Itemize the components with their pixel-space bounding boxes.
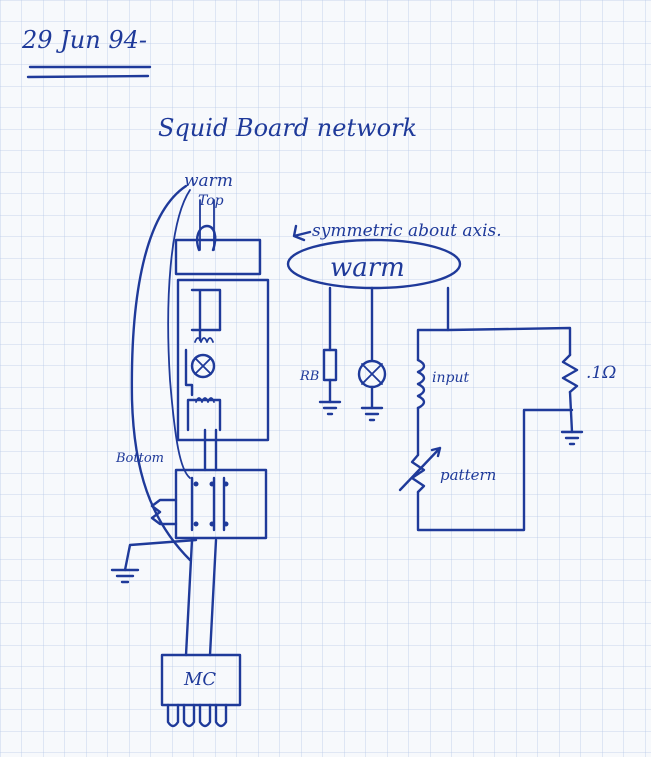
- schematic: symmetric about axis. warm RB input patt…: [286, 221, 616, 532]
- input-loop-top-wire: [416, 286, 450, 362]
- warm-ellipse: [286, 238, 462, 290]
- bottom-label: Bottom: [115, 451, 164, 466]
- squid-cross: [361, 363, 383, 385]
- ground-wire: [123, 538, 198, 572]
- top-connector-box: [174, 238, 262, 276]
- bottom-resistor: [150, 498, 178, 526]
- mc-label: MC: [183, 669, 216, 690]
- symmetric-note: symmetric about axis.: [312, 221, 502, 241]
- date-underline-2: [26, 74, 150, 79]
- pin-5: [209, 521, 215, 527]
- arrow-icon: [292, 224, 312, 242]
- squid-ground-icon: [360, 406, 384, 422]
- pin-2: [209, 481, 215, 487]
- input-label: input: [432, 370, 469, 386]
- mc-fingers: [166, 703, 228, 728]
- shunt-ground-icon: [560, 430, 584, 446]
- pattern-resistor: [410, 453, 426, 494]
- rb-label: RB: [299, 369, 319, 384]
- pattern-arrow-icon: [398, 446, 442, 492]
- shunt-wire-top: [446, 326, 572, 357]
- warm-box-label: warm: [330, 253, 405, 283]
- pin-1: [193, 481, 199, 487]
- input-inductor: [416, 358, 426, 410]
- date-label: 29 Jun 94-: [21, 26, 147, 54]
- return-wire-right: [167, 189, 191, 479]
- board-squid-cross: [194, 357, 212, 375]
- board-inductor-top: [194, 337, 214, 343]
- board-trace-low: [186, 398, 222, 432]
- board-ground-trace: [184, 348, 194, 397]
- rb-ground-icon: [318, 400, 342, 416]
- bottom-connector-box: [174, 468, 268, 540]
- shunt-wire-bottom: [568, 390, 574, 434]
- top-leads: [199, 199, 215, 251]
- pattern-label: pattern: [440, 466, 496, 484]
- pattern-loop-bottom: [416, 408, 574, 532]
- pin-6: [223, 521, 229, 527]
- top-label: Top: [198, 193, 224, 209]
- board-leads-down: [203, 428, 218, 472]
- pin-4: [193, 521, 199, 527]
- bottom-traces: [190, 476, 226, 532]
- resistor-label: .1Ω: [586, 363, 616, 383]
- squid-board: [176, 278, 270, 442]
- warm-label: warm: [184, 171, 233, 191]
- shunt-resistor: [561, 353, 579, 394]
- mc-wires: [184, 538, 218, 657]
- board-squid-symbol: [190, 353, 216, 379]
- board-trace-top: [190, 288, 222, 342]
- return-wire-left: [130, 184, 192, 562]
- top-loop: [195, 224, 217, 252]
- squid-board-layout: warm Top Bottom: [110, 171, 270, 728]
- board-inductor-low: [195, 397, 215, 403]
- left-ground-icon: [110, 568, 140, 584]
- pin-3: [223, 481, 229, 487]
- page-title: Squid Board network: [158, 114, 417, 142]
